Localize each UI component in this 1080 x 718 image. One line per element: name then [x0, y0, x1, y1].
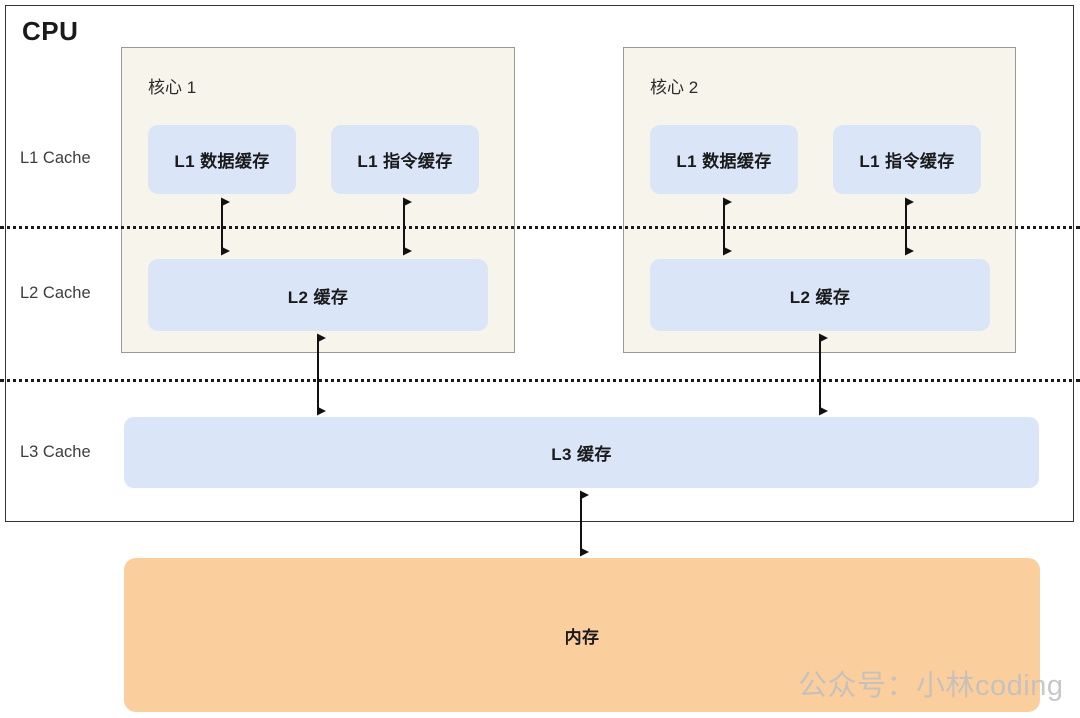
separator-l1-l2 — [0, 226, 1080, 229]
l3-cache-label: L3 缓存 — [551, 445, 612, 464]
core-1-l1-instruction-cache[interactable]: L1 指令缓存 — [331, 125, 479, 194]
core-2-l2-cache-label: L2 缓存 — [789, 287, 851, 307]
memory-box[interactable]: 内存 — [124, 558, 1040, 712]
level-label-l1-cache: L1 Cache — [20, 149, 91, 167]
core-1-l2-cache-label: L2 缓存 — [287, 287, 349, 307]
core-1-l1-data-cache-label: L1 数据缓存 — [174, 152, 270, 171]
core-2-title: 核心 2 — [650, 78, 699, 97]
core-1-l2-cache[interactable]: L2 缓存 — [148, 259, 488, 331]
level-label-l2-cache: L2 Cache — [20, 284, 91, 302]
core-2-l2-cache[interactable]: L2 缓存 — [650, 259, 990, 331]
l3-cache-box[interactable]: L3 缓存 — [124, 417, 1039, 488]
core-1-title: 核心 1 — [148, 78, 197, 97]
core-1-l1-data-cache[interactable]: L1 数据缓存 — [148, 125, 296, 194]
core-2-l1-data-cache-label: L1 数据缓存 — [676, 152, 772, 171]
core-2-l1-data-cache[interactable]: L1 数据缓存 — [650, 125, 798, 194]
level-label-l3-cache: L3 Cache — [20, 443, 91, 461]
memory-label: 内存 — [564, 627, 600, 647]
core-2-l1-instruction-cache[interactable]: L1 指令缓存 — [833, 125, 981, 194]
core-2-l1-instruction-cache-label: L1 指令缓存 — [859, 152, 955, 171]
core-1-l1-instruction-cache-label: L1 指令缓存 — [357, 152, 453, 171]
separator-l2-l3 — [0, 379, 1080, 382]
cpu-title: CPU — [22, 16, 79, 46]
watermark-text: 公众号：小林coding — [798, 670, 1064, 702]
